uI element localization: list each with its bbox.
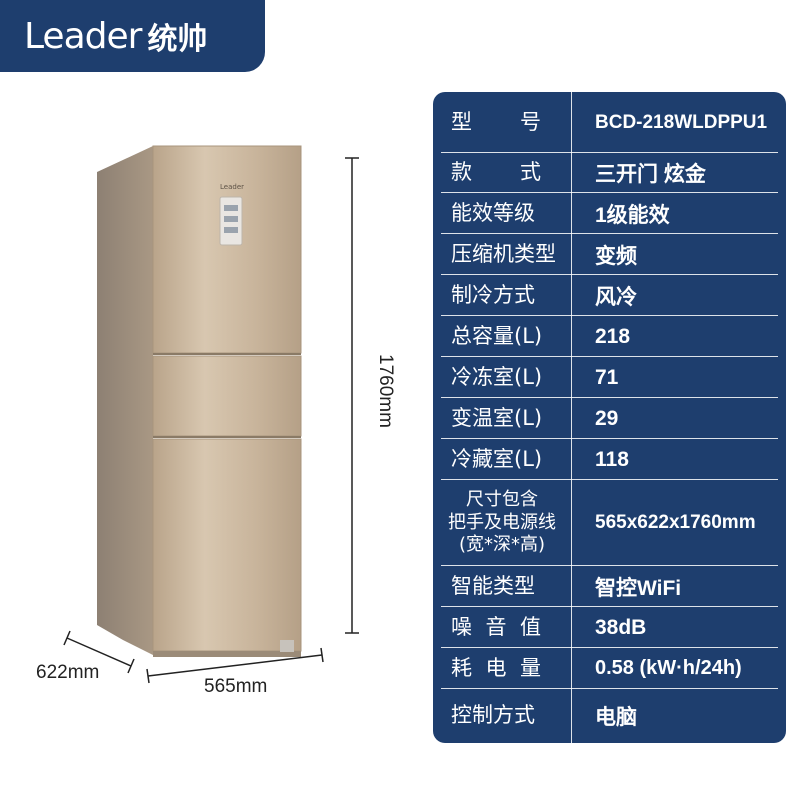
- spec-row-control: 控制方式 电脑: [433, 689, 786, 743]
- brand-chinese-name: 统帅: [147, 22, 208, 57]
- spec-value: 1级能效: [595, 203, 670, 227]
- spec-row-style: 款式 三开门 炫金: [433, 153, 786, 193]
- spec-value: 565x622x1760mm: [595, 512, 756, 533]
- spec-label: 噪音值: [451, 614, 541, 639]
- spec-row-total-capacity: 总容量(L) 218: [433, 316, 786, 357]
- fridge-illustration: Leader: [63, 145, 359, 684]
- fridge-base: [153, 651, 301, 657]
- spec-value: 118: [595, 447, 629, 471]
- spec-row-variable-temp: 变温室(L) 29: [433, 398, 786, 439]
- spec-row-cooling: 制冷方式 风冷: [433, 275, 786, 316]
- spec-value: 71: [595, 365, 619, 389]
- spec-row-power: 耗电量 0.58 (kW·h/24h): [433, 648, 786, 689]
- spec-label: 智能类型: [451, 573, 535, 598]
- spec-value: 29: [595, 406, 619, 430]
- spec-label: 压缩机类型: [451, 241, 556, 266]
- spec-row-freezer: 冷冻室(L) 71: [433, 357, 786, 398]
- fridge-top-door: [152, 145, 302, 354]
- spec-label: 冷冻室(L): [451, 364, 543, 389]
- spec-label: 控制方式: [451, 703, 535, 728]
- spec-value: 变频: [595, 244, 637, 268]
- spec-label: 制冷方式: [451, 282, 535, 307]
- spec-row-compressor: 压缩机类型 变频: [433, 234, 786, 275]
- fridge-side-panel: [97, 146, 153, 655]
- fridge-middle-drawer: [152, 355, 302, 437]
- spec-column-divider: [571, 92, 572, 743]
- spec-value: 218: [595, 324, 631, 348]
- height-dimension-label: 1760mm: [375, 354, 396, 428]
- fridge-logo: Leader: [220, 183, 244, 191]
- spec-label: 冷藏室(L): [451, 446, 543, 471]
- spec-row-noise: 噪音值 38dB: [433, 607, 786, 648]
- brand-banner: Leader 统帅: [0, 0, 265, 72]
- spec-label: 型号: [451, 109, 541, 134]
- spec-value: 电脑: [595, 706, 637, 729]
- spec-label: 能效等级: [451, 200, 535, 225]
- spec-value: 智控WiFi: [595, 576, 682, 600]
- spec-row-dimensions: 尺寸包含 把手及电源线 (宽*深*高) 565x622x1760mm: [433, 480, 786, 566]
- depth-dimension-label: 622mm: [36, 662, 100, 683]
- spec-label: 尺寸包含 把手及电源线 (宽*深*高): [448, 489, 556, 556]
- spec-value: 38dB: [595, 615, 647, 639]
- spec-label: 耗电量: [451, 655, 541, 680]
- spec-value: 风冷: [595, 285, 637, 309]
- spec-row-refrigerator: 冷藏室(L) 118: [433, 439, 786, 480]
- spec-label: 总容量(L): [451, 323, 543, 348]
- spec-row-energy-class: 能效等级 1级能效: [433, 193, 786, 234]
- spec-label: 款式: [451, 160, 541, 185]
- brand-logo: Leader: [24, 15, 142, 57]
- spec-value: 0.58 (kW·h/24h): [595, 657, 742, 679]
- spec-row-model: 型号 BCD-218WLDPPU1: [433, 92, 786, 153]
- spec-value: 三开门 炫金: [595, 163, 706, 186]
- spec-table: 型号 BCD-218WLDPPU1 款式 三开门 炫金 能效等级 1级能效 压缩…: [433, 92, 786, 743]
- width-dimension-label: 565mm: [204, 676, 268, 697]
- fridge-bottom-door: [152, 438, 302, 652]
- spec-label: 变温室(L): [451, 405, 543, 430]
- spec-row-smart-type: 智能类型 智控WiFi: [433, 566, 786, 607]
- spec-value: BCD-218WLDPPU1: [595, 111, 768, 133]
